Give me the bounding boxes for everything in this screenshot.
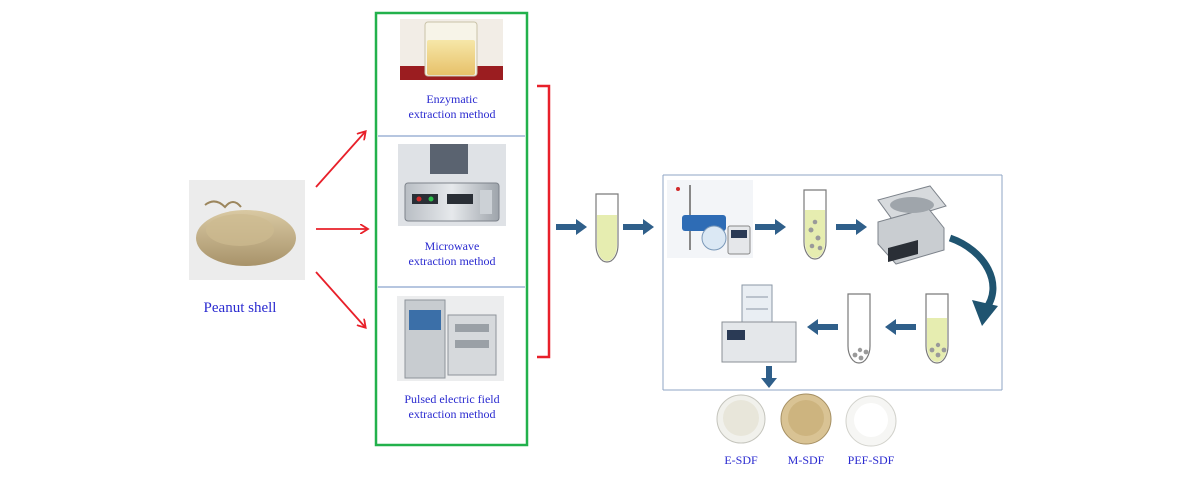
arrow-to-tube bbox=[556, 219, 587, 235]
product-dish-pef-sdf bbox=[845, 395, 897, 447]
methods-frame bbox=[374, 11, 529, 447]
centrifuge-image bbox=[877, 185, 947, 265]
arrow-to-centrifuge bbox=[836, 219, 867, 235]
curved-arrow-head bbox=[972, 300, 998, 326]
product-label-pef-sdf: PEF-SDF bbox=[847, 453, 895, 467]
product-dish-e-sdf bbox=[716, 394, 766, 444]
method-label-microwave: Microwave extraction method bbox=[408, 239, 496, 268]
rotary-evaporator-image bbox=[667, 180, 753, 258]
arrow-to-enzymatic bbox=[315, 132, 365, 188]
sediment-test-tube-left bbox=[847, 293, 871, 364]
product-dish-m-sdf bbox=[780, 393, 832, 445]
arrow-to-evaporator bbox=[623, 219, 654, 235]
method-label-enzymatic: Enzymatic extraction method bbox=[408, 92, 496, 121]
red-arrows bbox=[315, 132, 367, 327]
methods-column: Enzymatic extraction method Microwave ex… bbox=[378, 0, 526, 482]
microwave-extractor-image bbox=[398, 144, 506, 226]
extract-test-tube bbox=[595, 193, 619, 263]
product-label-e-sdf: E-SDF bbox=[724, 453, 758, 467]
precipitation-test-tube bbox=[803, 189, 827, 260]
arrow-to-pef bbox=[315, 271, 365, 327]
freeze-dryer-image bbox=[721, 284, 797, 363]
curved-arrow bbox=[948, 234, 997, 313]
process-frame bbox=[662, 174, 1003, 391]
arrow-to-tube-left bbox=[885, 319, 916, 335]
peanut-shell-label: Peanut shell bbox=[203, 300, 277, 316]
methods-bracket bbox=[537, 84, 551, 359]
product-label-m-sdf: M-SDF bbox=[787, 453, 825, 467]
method-label-pef: Pulsed electric field extraction method bbox=[404, 392, 500, 421]
pef-device-image bbox=[397, 296, 504, 381]
enzymatic-beaker-image bbox=[400, 19, 503, 80]
peanut-shell-image bbox=[189, 180, 305, 280]
arrow-to-products bbox=[761, 366, 777, 388]
arrow-to-precipitate bbox=[755, 219, 786, 235]
arrow-to-freeze-dryer bbox=[807, 319, 838, 335]
sediment-test-tube-right bbox=[925, 293, 949, 364]
